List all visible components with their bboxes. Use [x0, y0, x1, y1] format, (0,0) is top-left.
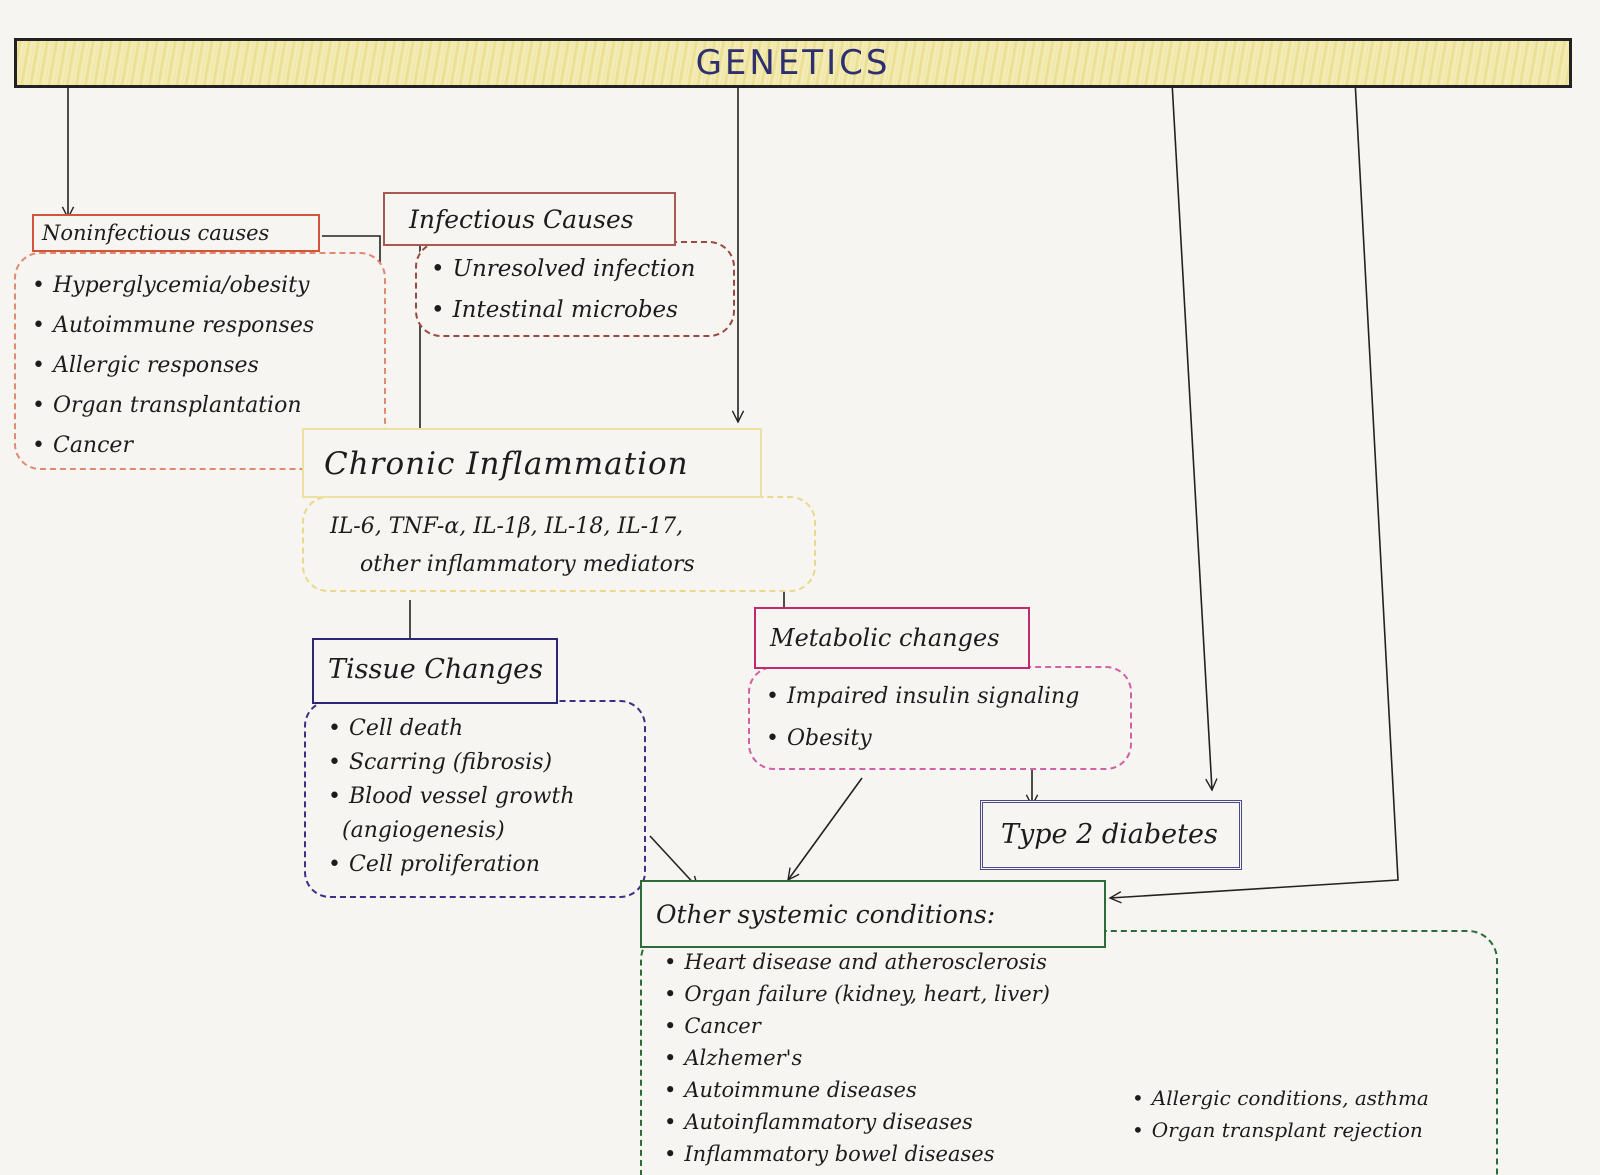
arrow-genetics-to-diabetes: [1171, 81, 1212, 790]
mediators-line: other inflammatory mediators: [360, 552, 695, 577]
infectious-title: Infectious Causes: [409, 205, 634, 234]
infectious-causes-cloud: Unresolved infection Intestinal microbes: [415, 241, 735, 337]
metabolic-changes-cloud: Impaired insulin signaling Obesity: [748, 666, 1132, 770]
list-item: Hyperglycemia/obesity: [32, 266, 368, 306]
list-item: Autoimmune responses: [32, 306, 368, 346]
noninfectious-title: Noninfectious causes: [42, 221, 270, 245]
list-item: Obesity: [766, 718, 1114, 760]
list-item: Cell proliferation: [328, 848, 622, 882]
genetics-title: GENETICS: [695, 43, 891, 83]
tissue-changes-title: Tissue Changes: [328, 654, 543, 685]
list-item: Alzhemer's: [664, 1042, 1050, 1074]
list-item: Heart disease and atherosclerosis: [664, 946, 1050, 978]
genetics-banner: GENETICS: [14, 38, 1572, 88]
list-item: Impaired insulin signaling: [766, 676, 1114, 718]
infectious-title-box: Infectious Causes: [383, 192, 676, 246]
list-item: Organ failure (kidney, heart, liver): [664, 978, 1050, 1010]
list-item: Autoinflammatory diseases: [664, 1106, 1050, 1138]
list-item: Cancer: [32, 426, 368, 466]
list-item: Cell death: [328, 712, 622, 746]
list-item: Organ transplantation: [32, 386, 368, 426]
list-item: Autoimmune diseases: [664, 1074, 1050, 1106]
systemic-conditions-title: Other systemic conditions:: [656, 900, 996, 929]
systemic-conditions-cloud: Heart disease and atherosclerosis Organ …: [640, 930, 1498, 1175]
chronic-inflammation-title-box: Chronic Inflammation: [302, 428, 762, 498]
list-item: Cancer: [664, 1010, 1050, 1042]
chronic-inflammation-title: Chronic Inflammation: [324, 446, 689, 482]
systemic-conditions-title-box: Other systemic conditions:: [640, 880, 1106, 948]
tissue-changes-cloud: Cell death Scarring (fibrosis) Blood ves…: [304, 700, 646, 898]
list-item: Allergic conditions, asthma: [1132, 1082, 1429, 1114]
tissue-changes-title-box: Tissue Changes: [312, 638, 558, 704]
list-item: Intestinal microbes: [431, 290, 719, 331]
arrow-metabolic-to-systemic: [788, 777, 863, 880]
type2-diabetes-title: Type 2 diabetes: [1001, 819, 1218, 850]
list-item: Blood vessel growth: [328, 780, 622, 814]
arrow-genetics-to-systemic: [1110, 79, 1399, 898]
list-item: Scarring (fibrosis): [328, 746, 622, 780]
mediators-line: IL-6, TNF-α, IL-1β, IL-18, IL-17,: [330, 514, 684, 539]
metabolic-changes-title-box: Metabolic changes: [754, 607, 1030, 669]
list-item: Allergic responses: [32, 346, 368, 386]
list-item: Inflammatory bowel diseases: [664, 1138, 1050, 1170]
list-item-continuation: (angiogenesis): [342, 818, 505, 843]
list-item: Unresolved infection: [431, 249, 719, 290]
inflammatory-mediators-cloud: IL-6, TNF-α, IL-1β, IL-18, IL-17, other …: [302, 496, 816, 592]
type2-diabetes-box: Type 2 diabetes: [980, 800, 1242, 870]
metabolic-changes-title: Metabolic changes: [770, 624, 1000, 652]
list-item: Organ transplant rejection: [1132, 1114, 1429, 1146]
noninfectious-title-box: Noninfectious causes: [32, 214, 320, 252]
